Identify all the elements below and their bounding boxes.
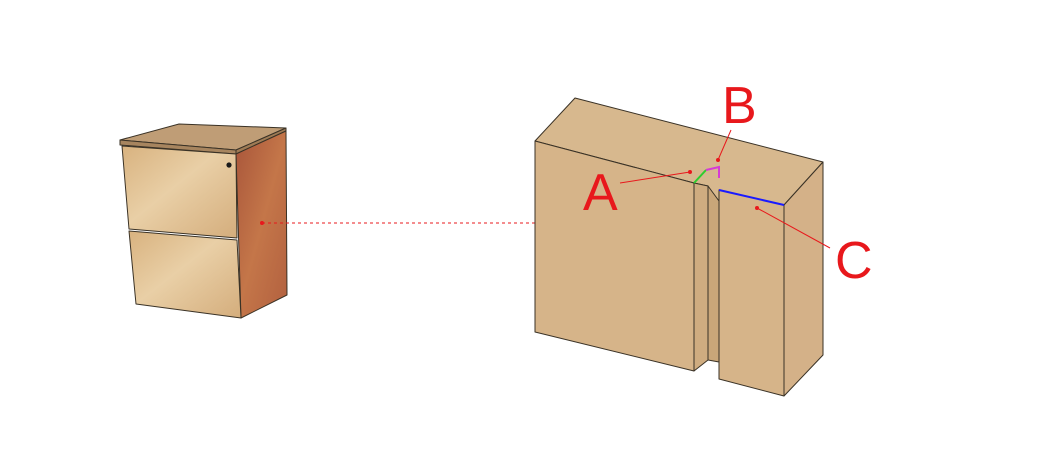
block-right-side	[783, 161, 824, 397]
label-a: A	[583, 164, 618, 222]
label-c: C	[835, 232, 873, 290]
leader-dot-b	[716, 158, 720, 162]
leader-dot-c	[755, 206, 759, 210]
label-b-group: B	[716, 77, 757, 162]
block-notch-back	[707, 185, 720, 363]
edge-c	[718, 189, 785, 206]
leader-line-b	[717, 129, 732, 161]
block-right-front	[718, 189, 785, 397]
notched-block-icon	[534, 97, 824, 397]
leader-dot-a	[688, 170, 692, 174]
filing-cabinet-icon	[119, 123, 288, 319]
label-c-group: C	[755, 206, 873, 290]
leader-line-c	[756, 207, 831, 249]
leader-line-a	[619, 171, 691, 184]
block-notch-floor	[693, 182, 709, 372]
label-a-group: A	[583, 164, 692, 222]
cabinet-lock-icon	[226, 162, 232, 168]
connector-dot-cabinet	[260, 221, 264, 225]
edge-a	[693, 169, 707, 184]
cabinet-drawer-lower	[128, 230, 242, 319]
edge-b	[705, 165, 720, 178]
label-b: B	[722, 77, 757, 135]
cabinet-drawer-upper	[121, 145, 238, 239]
